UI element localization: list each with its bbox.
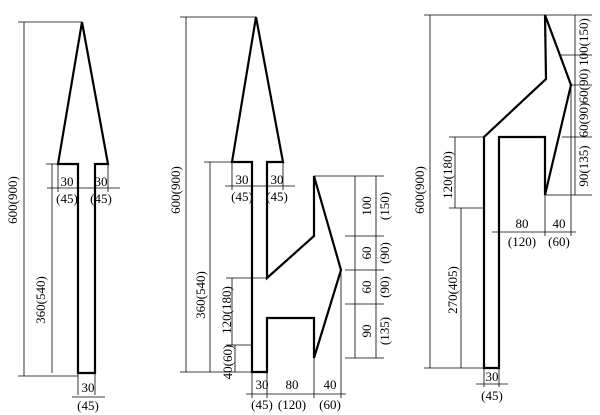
- dimension-head-depth-alt: (60): [548, 234, 570, 249]
- straight-arrow-outline: [56, 21, 110, 375]
- dimension-head-depth: 40: [324, 377, 337, 392]
- dimension-stem-height: 360(540): [193, 271, 208, 319]
- dimension-head-depth-alt: (60): [319, 397, 341, 412]
- dimension-head-depth: 40: [553, 216, 566, 231]
- dimension-head-right: 30: [95, 174, 108, 189]
- dimension-offset-alt: (120): [508, 234, 536, 249]
- dimension-offset: 80: [516, 216, 529, 231]
- dimension-head-left-alt: (45): [231, 189, 253, 204]
- dimension-right-4-alt: (135): [377, 317, 392, 345]
- dimension-stem-width: 30: [82, 380, 95, 395]
- dimension-branch-height: 120(180): [219, 286, 234, 334]
- dimension-right-1-alt: (150): [377, 192, 392, 220]
- dimension-stem-height: 270(405): [445, 266, 460, 314]
- dimension-offset-alt: (120): [278, 397, 306, 412]
- dimension-right-2: 60: [359, 247, 374, 260]
- turn-right-arrow-outline: [482, 14, 573, 370]
- dimension-stem-width: 30: [486, 369, 499, 384]
- dimension-right-2: 60(90): [576, 69, 591, 104]
- dimension-total-height: 600(900): [168, 166, 183, 214]
- diagram-turn-right-arrow: 600(900) 120(180) 270(405) 80 (120) 40 (…: [412, 14, 592, 403]
- dimension-stem-width-alt: (45): [77, 398, 99, 413]
- dimension-diagonal-height: 120(180): [440, 151, 455, 199]
- dimension-head-left: 30: [61, 174, 74, 189]
- dimension-right-1: 100: [359, 196, 374, 216]
- dimension-right-2-alt: (90): [377, 242, 392, 264]
- dimension-total-height: 600(900): [5, 176, 20, 224]
- dimension-head-left: 30: [236, 172, 249, 187]
- dimension-head-right: 30: [271, 172, 284, 187]
- dimension-stem-height: 360(540): [33, 276, 48, 324]
- dimension-right-4: 90(135): [576, 145, 591, 186]
- dimension-head-left-alt: (45): [56, 191, 78, 206]
- diagram-straight-arrow: 600(900) 360(540) 30 (45) 30 (45) 30 (45…: [5, 21, 120, 413]
- dimension-base-gap: 40(60): [220, 345, 235, 380]
- dimension-stem-width-alt: (45): [251, 397, 273, 412]
- dimension-right-3: 60(90): [576, 103, 591, 138]
- dimension-head-right-alt: (45): [266, 189, 288, 204]
- dimension-right-3: 60: [359, 281, 374, 294]
- diagram-straight-and-right-arrow: 600(900) 360(540) 120(180) 40(60) 30 (45…: [168, 16, 392, 412]
- dimension-offset: 80: [286, 377, 299, 392]
- dimension-head-right-alt: (45): [90, 191, 112, 206]
- dimension-stem-width-alt: (45): [481, 388, 503, 403]
- dimension-stem-width: 30: [256, 377, 269, 392]
- dimension-right-4: 90: [359, 325, 374, 338]
- dimension-right-1: 100(150): [576, 18, 591, 66]
- dimension-right-3-alt: (90): [377, 276, 392, 298]
- dimension-total-height: 600(900): [412, 166, 427, 214]
